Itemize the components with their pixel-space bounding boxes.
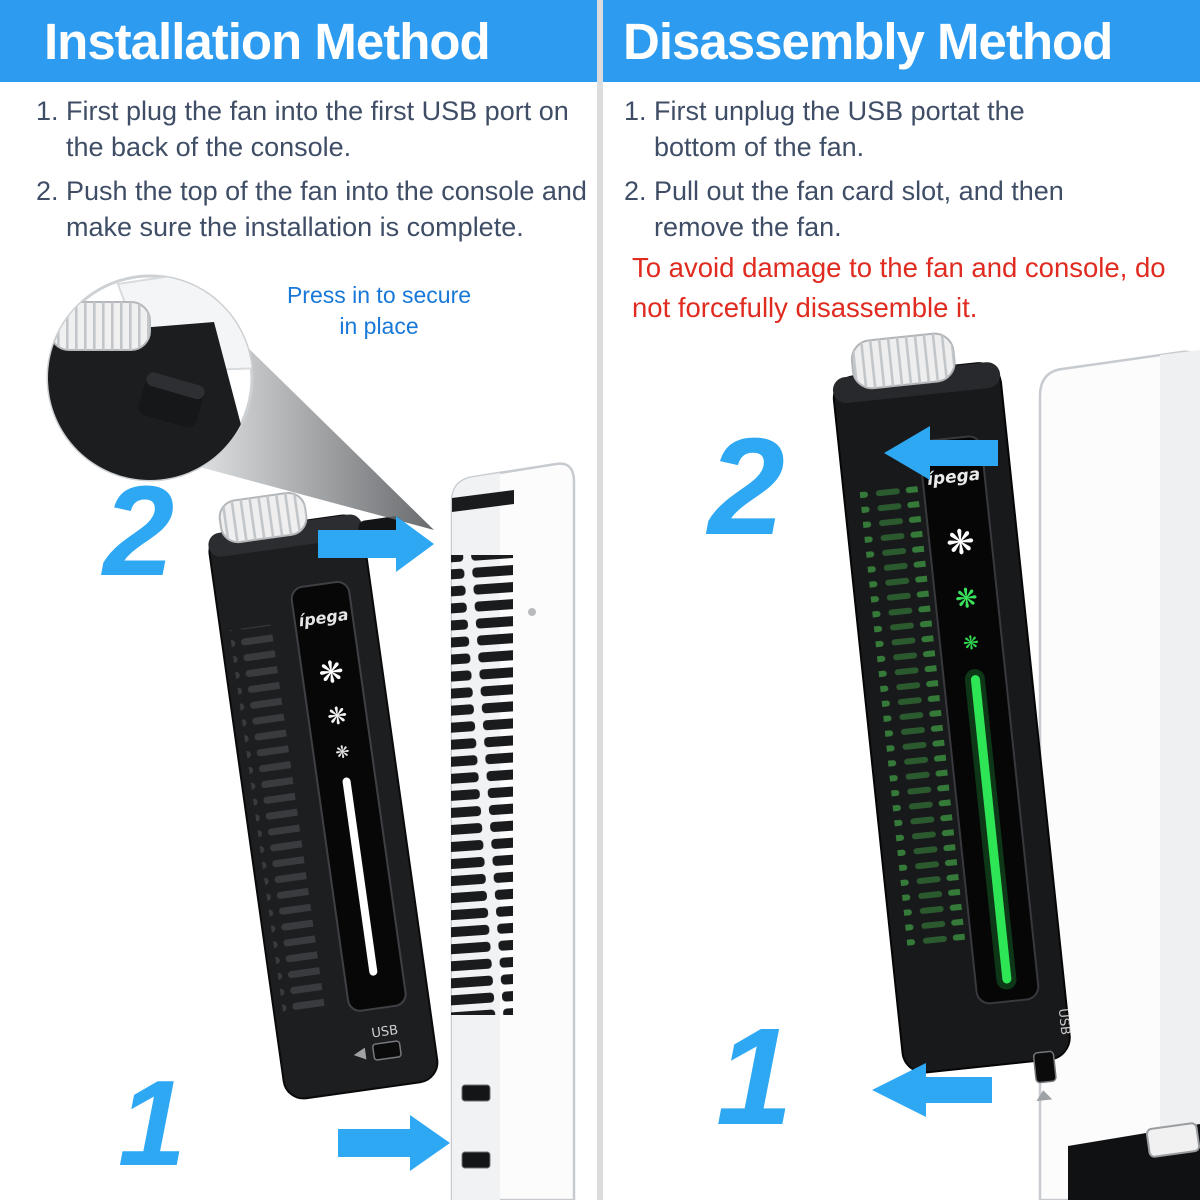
console-edge-shade xyxy=(1160,350,1200,1200)
step-number: 2. xyxy=(36,176,59,207)
fan-speed-icon-high: ❋ xyxy=(944,522,977,565)
press-callout: Press in to secure in place xyxy=(286,282,472,340)
left-step1-numeral: 1 xyxy=(118,1055,186,1191)
fan-speed-icon-high: ❋ xyxy=(316,654,346,692)
console-top-slot xyxy=(452,490,514,512)
plug-arrow xyxy=(338,1115,450,1171)
console-usb-port-2 xyxy=(461,1151,491,1169)
fan-usb-label: USB xyxy=(1055,1008,1073,1036)
step-text: First unplug the USB portat the bottom o… xyxy=(654,96,1025,162)
cooling-fan: ípega ❋ ❋ ❋ USB xyxy=(208,491,439,1100)
column-divider xyxy=(597,0,603,1200)
fan-usb-port xyxy=(372,1040,402,1061)
disassembly-illustration: ípega ❋ ❋ ❋ USB xyxy=(832,332,1200,1200)
disassembly-steps: 1. First unplug the USB portat the botto… xyxy=(624,94,1104,255)
console xyxy=(1038,350,1200,1200)
disassembly-title-banner: Disassembly Method xyxy=(603,0,1200,82)
step-text: Pull out the fan card slot, and then rem… xyxy=(654,176,1064,242)
inset-usb-plug xyxy=(138,372,205,428)
fan-level-bar xyxy=(342,777,378,976)
fan-knob xyxy=(218,491,308,544)
step-number: 1. xyxy=(624,96,647,126)
disassembly-step-1: 1. First unplug the USB portat the botto… xyxy=(624,94,1104,165)
fan-usb-arrow-mark xyxy=(353,1047,367,1060)
fan-side-vents xyxy=(229,624,326,1019)
fan-knob xyxy=(850,332,956,390)
step-text: First plug the fan into the first USB po… xyxy=(66,96,569,162)
fan-display: ípega ❋ ❋ ❋ xyxy=(919,435,1040,1005)
fan-speed-icon-low: ❋ xyxy=(334,742,351,764)
fan-side-vents xyxy=(859,482,966,948)
disassembly-title: Disassembly Method xyxy=(623,12,1113,70)
fan-display: ípega ❋ ❋ ❋ xyxy=(290,580,407,1012)
installation-steps: 1. First plug the fan into the first USB… xyxy=(36,94,588,255)
fan-usb-arrow-mark xyxy=(1036,1090,1053,1102)
zoom-beam xyxy=(196,336,434,530)
console xyxy=(450,462,576,1200)
warning-text: To avoid damage to the fan and console, … xyxy=(632,252,1166,323)
console-usb-plug xyxy=(1145,1122,1200,1158)
unplug-arrow-top xyxy=(884,426,998,480)
step-text: Push the top of the fan into the console… xyxy=(66,176,587,242)
step-number: 1. xyxy=(36,96,59,126)
inset-knob xyxy=(49,301,151,351)
installation-step-2: 2. Push the top of the fan into the cons… xyxy=(36,174,588,245)
disassembly-step-2: 2. Pull out the fan card slot, and then … xyxy=(624,174,1104,245)
right-step1-numeral: 1 xyxy=(716,1000,793,1154)
left-step2-numeral: 2 xyxy=(103,460,175,603)
installation-title-banner: Installation Method xyxy=(0,0,597,82)
unplug-arrow-bottom xyxy=(872,1063,992,1117)
fan-level-bar xyxy=(970,675,1012,984)
fan-speed-icon-low: ❋ xyxy=(962,632,980,656)
insert-arrow xyxy=(318,516,434,572)
console-vents xyxy=(451,555,513,1015)
right-step2-numeral: 2 xyxy=(708,410,785,564)
console-usb-port-1 xyxy=(461,1084,491,1102)
fan-speed-icon-mid: ❋ xyxy=(325,701,349,732)
cooling-fan: ípega ❋ ❋ ❋ USB xyxy=(832,332,1073,1102)
step-number: 2. xyxy=(624,176,647,207)
console-screw xyxy=(528,608,536,616)
installation-title: Installation Method xyxy=(44,12,491,70)
fan-speed-icon-mid: ❋ xyxy=(954,583,980,616)
installation-step-1: 1. First plug the fan into the first USB… xyxy=(36,94,588,165)
fan-usb-port xyxy=(1032,1050,1057,1084)
fan-usb-label: USB xyxy=(371,1023,400,1042)
installation-illustration: ípega ❋ ❋ ❋ USB xyxy=(46,274,576,1200)
